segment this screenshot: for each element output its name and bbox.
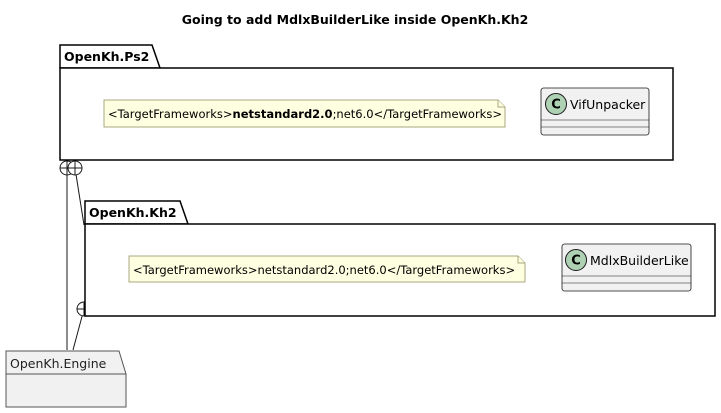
note-ps2-target-frameworks: <TargetFrameworks>netstandard2.0;net6.0<… (103, 99, 506, 128)
class-name: MdlxBuilderLike (590, 253, 689, 268)
note-prefix: <TargetFrameworks> (108, 107, 233, 121)
nesting-marker-ps2-kh2 (67, 160, 83, 176)
class-vifunpacker[interactable]: C VifUnpacker (540, 87, 650, 136)
class-spot-icon (565, 249, 587, 271)
class-spot-letter: C (551, 98, 561, 113)
diagram-title: Going to add MdlxBuilderLike inside Open… (182, 12, 529, 27)
note-text: <TargetFrameworks>netstandard2.0;net6.0<… (133, 263, 515, 277)
package-openkh-kh2[interactable]: OpenKh.Kh2 <TargetFrameworks>netstandard… (84, 200, 716, 317)
package-body (5, 373, 127, 408)
package-openkh-ps2[interactable]: OpenKh.Ps2 <TargetFrameworks>netstandard… (59, 44, 674, 161)
note-suffix: ;net6.0</TargetFrameworks> (333, 107, 502, 121)
package-name: OpenKh.Kh2 (89, 205, 177, 220)
class-spot-icon (545, 93, 567, 115)
package-openkh-engine[interactable]: OpenKh.Engine (5, 350, 127, 408)
class-name: VifUnpacker (570, 97, 646, 112)
class-spot-letter: C (571, 254, 581, 269)
class-mdlxbuilderlike[interactable]: C MdlxBuilderLike (561, 243, 692, 292)
note-text: <TargetFrameworks>netstandard2.0;net6.0<… (108, 107, 502, 121)
class-box (561, 243, 692, 292)
class-box (540, 87, 650, 136)
connector-ps2-kh2 (74, 167, 85, 226)
note-kh2-target-frameworks: <TargetFrameworks>netstandard2.0;net6.0<… (128, 255, 526, 283)
package-name: OpenKh.Ps2 (64, 49, 149, 64)
package-name: OpenKh.Engine (10, 356, 107, 371)
note-bold: netstandard2.0 (233, 107, 333, 121)
